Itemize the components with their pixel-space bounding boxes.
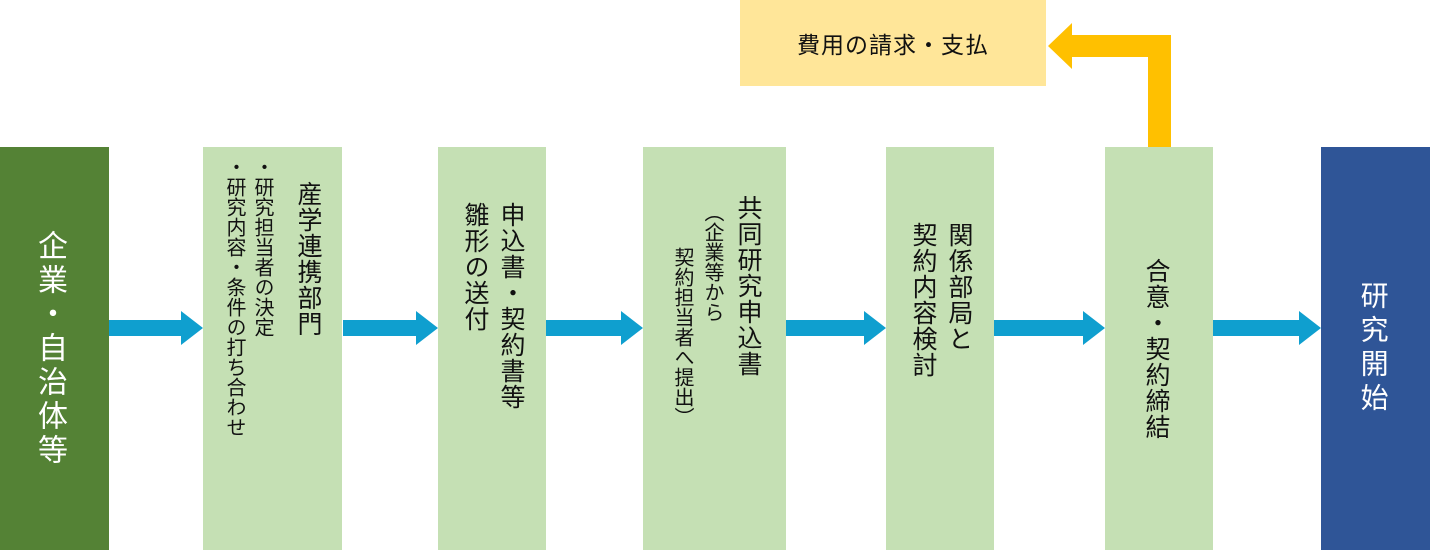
step2-line-1: 申込書・契約書等 xyxy=(497,202,526,410)
arrow-step5-to-end xyxy=(1213,311,1321,345)
step4-line-2: 契約内容検討 xyxy=(909,222,938,378)
step1-title: 産学連携部門 xyxy=(294,181,323,337)
step3-title: 共同研究申込書 xyxy=(734,195,763,377)
start-box: 企業・自治体等 xyxy=(0,147,109,550)
step1-box: 産学連携部門 ・研究担当者の決定 ・研究内容・条件の打ち合わせ xyxy=(203,147,342,550)
end-box: 研究開始 xyxy=(1321,147,1430,550)
step3-box: 共同研究申込書 （企業等から 契約担当者へ提出） xyxy=(643,147,786,550)
step5-line: 合意・契約締結 xyxy=(1142,257,1171,440)
step4-line-1: 関係部局と xyxy=(945,222,974,352)
arrow-step3-to-step4 xyxy=(786,311,886,345)
step5-box: 合意・契約締結 xyxy=(1105,147,1213,550)
step1-item-2: ・研究内容・条件の打ち合わせ xyxy=(223,157,247,437)
step2-box: 申込書・契約書等 雛形の送付 xyxy=(438,147,546,550)
arrow-step2-to-step3 xyxy=(546,311,643,345)
arrow-step1-to-step2 xyxy=(343,311,438,345)
step4-box: 関係部局と 契約内容検討 xyxy=(886,147,994,550)
step3-note-2: 契約担当者へ提出） xyxy=(671,247,695,427)
cost-label: 費用の請求・支払 xyxy=(797,33,989,59)
step1-item-1: ・研究担当者の決定 xyxy=(251,157,275,337)
arrow-step4-to-step5 xyxy=(994,311,1105,345)
end-label: 研究開始 xyxy=(1356,280,1390,417)
start-label: 企業・自治体等 xyxy=(32,229,67,468)
arrow-step5-to-cost xyxy=(1048,23,1171,147)
step2-line-2: 雛形の送付 xyxy=(461,202,490,332)
arrow-start-to-step1 xyxy=(109,311,203,345)
step3-note-1: （企業等から xyxy=(701,202,725,322)
cost-box: 費用の請求・支払 xyxy=(740,0,1046,86)
